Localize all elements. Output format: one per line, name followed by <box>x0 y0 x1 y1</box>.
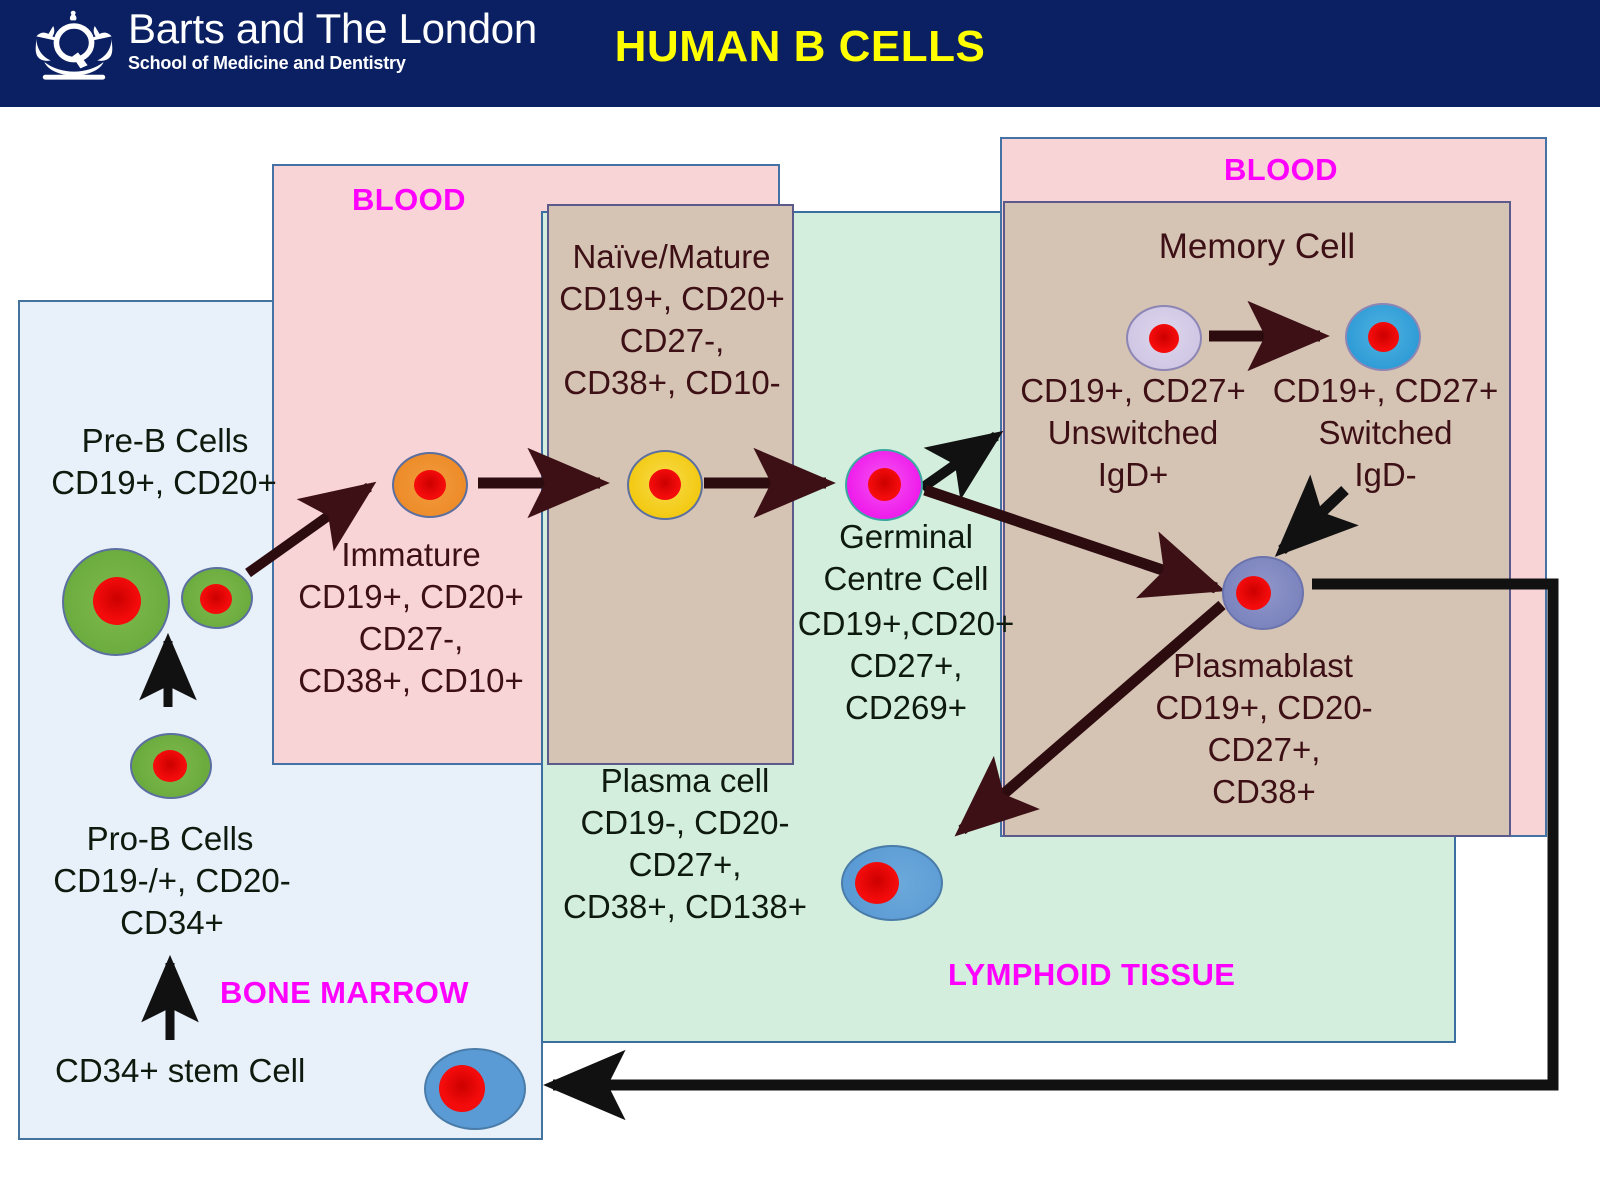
cell-germinal-centre <box>845 449 923 521</box>
label-memory-name: Memory Cell <box>1158 227 1356 266</box>
logo-institution-subtitle: School of Medicine and Dentistry <box>128 53 406 73</box>
arrow-switched-to-plasmablast <box>1274 474 1359 557</box>
cell-memory-unswitched <box>1126 305 1202 371</box>
arrow-to-plasma-cell <box>954 600 1226 837</box>
label-pre-b-markers: CD19+, CD20+ <box>51 464 277 501</box>
label-blood-left: BLOOD <box>352 182 466 217</box>
cell-pro-b <box>130 733 212 799</box>
label-lymphoid-tissue: LYMPHOID TISSUE <box>948 957 1236 992</box>
label-bone-marrow: BONE MARROW <box>220 975 469 1010</box>
label-pro-b-name: Pro-B Cells <box>86 820 254 857</box>
cell-stem <box>424 1048 526 1130</box>
arrow-plasmablast-return-to-marrow <box>543 578 1559 1121</box>
label-memory-switched-markers: CD19+, CD27+ Switched IgD- <box>1272 372 1499 493</box>
label-blood-right: BLOOD <box>1224 152 1338 187</box>
label-plasma-markers: CD19-, CD20- CD27+, CD38+, CD138+ <box>563 804 807 925</box>
label-stem-name: CD34+ stem Cell <box>55 1052 306 1089</box>
label-naive-name: Naïve/Mature <box>572 238 771 275</box>
label-naive-markers: CD19+, CD20+ CD27-, CD38+, CD10- <box>559 280 785 401</box>
institution-logo: Barts and The London School of Medicine … <box>30 6 537 86</box>
label-plasma-name: Plasma cell <box>600 762 770 799</box>
arrow-germinal-to-plasmablast <box>923 484 1226 599</box>
label-immature-name: Immature <box>341 536 481 573</box>
label-memory-unswitched-markers: CD19+, CD27+ Unswitched IgD+ <box>1020 372 1246 493</box>
label-immature-markers: CD19+, CD20+ CD27-, CD38+, CD10+ <box>298 578 524 699</box>
cell-pre-b-large <box>62 548 170 656</box>
cell-pre-b-small <box>181 567 253 629</box>
cell-naive-mature <box>627 450 703 520</box>
page-header: Barts and The London School of Medicine … <box>0 0 1600 107</box>
queen-mary-crown-icon <box>35 10 113 80</box>
label-plasmablast-markers: CD19+, CD20- CD27+, CD38+ <box>1155 689 1373 810</box>
arrow-preb-to-immature <box>245 481 377 578</box>
arrow-germinal-to-memory <box>919 430 1004 501</box>
label-pro-b-markers: CD19-/+, CD20- CD34+ <box>53 862 291 941</box>
cell-plasma <box>841 845 943 921</box>
logo-institution-title: Barts and The London <box>128 5 537 52</box>
cell-memory-switched <box>1345 303 1421 371</box>
cell-plasmablast <box>1222 556 1304 630</box>
label-germinal-markers: CD19+,CD20+ CD27+, CD269+ <box>797 605 1015 726</box>
label-germinal-name: Germinal Centre Cell <box>823 518 989 597</box>
label-pre-b-name: Pre-B Cells <box>81 422 249 459</box>
label-plasmablast-name: Plasmablast <box>1173 647 1353 684</box>
cell-immature <box>392 452 468 518</box>
page-title: HUMAN B CELLS <box>614 22 986 71</box>
